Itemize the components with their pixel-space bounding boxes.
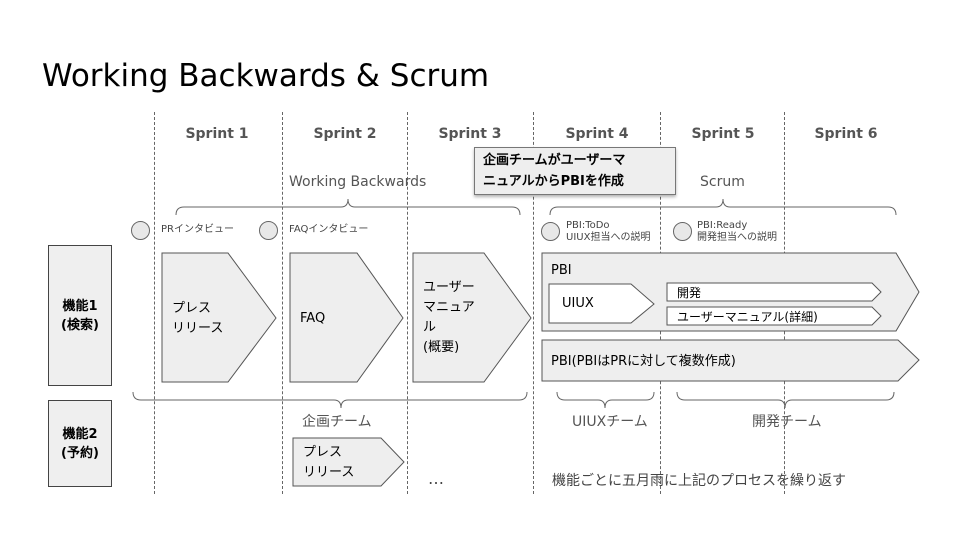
milestone-todo-line2: UIUX担当への説明 [566, 232, 651, 243]
phase-scrum: Scrum [700, 174, 745, 190]
milestone-faq-interview: FAQインタビュー [289, 224, 369, 235]
sprint-header-4: Sprint 4 [565, 126, 629, 142]
manual-detail-arrow [666, 306, 882, 326]
sprint-header-5: Sprint 5 [691, 126, 755, 142]
ellipsis: … [428, 469, 444, 488]
dev-arrow [666, 282, 882, 302]
sprint-header-3: Sprint 3 [438, 126, 502, 142]
feature-label-2: 機能2 (予約) [61, 426, 99, 461]
working-backwards-brace [175, 198, 521, 216]
manual-detail-label: ユーザーマニュアル(詳細) [677, 310, 818, 324]
dev-team-brace [676, 391, 895, 409]
uiux-team-brace [556, 391, 655, 409]
pbi-label: PBI [551, 263, 572, 278]
milestone-ready-line2: 開発担当への説明 [697, 232, 777, 243]
press-release-pentagon [161, 252, 277, 383]
milestone-circle-ready [673, 222, 692, 241]
sprint-divider [154, 112, 155, 494]
sprint-header-1: Sprint 1 [185, 126, 249, 142]
press-release-2-pentagon [292, 437, 405, 487]
sprint-header-2: Sprint 2 [313, 126, 377, 142]
faq-label: FAQ [300, 311, 326, 326]
user-manual-pentagon [412, 252, 532, 383]
team-uiux: UIUXチーム [572, 414, 648, 430]
feature-label-1: 機能1 (検索) [61, 298, 99, 333]
feature-box-2: 機能2 (予約) [48, 400, 112, 487]
milestone-pr-interview: PRインタビュー [161, 224, 234, 235]
team-planning: 企画チーム [302, 414, 372, 430]
milestone-circle-todo [541, 222, 560, 241]
phase-working-backwards: Working Backwards [289, 174, 427, 190]
milestone-todo-line1: PBI:ToDo [566, 220, 610, 231]
page-title: Working Backwards & Scrum [42, 58, 490, 94]
milestone-circle-faq [259, 221, 278, 240]
pbi-many-arrow [541, 339, 920, 382]
faq-pentagon [289, 252, 404, 383]
sprint-divider [407, 112, 408, 494]
press-release-2-label: プレス リリース [303, 445, 355, 480]
dev-label: 開発 [677, 286, 702, 300]
feature-box-1: 機能1 (検索) [48, 245, 112, 386]
sprint-divider [282, 112, 283, 494]
repeat-note: 機能ごとに五月雨に上記のプロセスを繰り返す [552, 473, 846, 489]
uiux-arrow [548, 283, 655, 324]
uiux-label: UIUX [562, 296, 594, 311]
pbi-many-label: PBI(PBIはPRに対して複数作成) [551, 354, 736, 369]
press-release-label: プレス リリース [172, 301, 224, 336]
milestone-circle-pr [131, 221, 150, 240]
scrum-brace [549, 198, 897, 216]
milestone-ready-line1: PBI:Ready [697, 220, 748, 231]
team-dev: 開発チーム [752, 414, 822, 430]
sprint-divider [533, 112, 534, 494]
planning-team-brace [132, 391, 528, 409]
callout-box: 企画チームがユーザーマ ニュアルからPBIを作成 [474, 147, 676, 195]
sprint-header-6: Sprint 6 [814, 126, 878, 142]
user-manual-label: ユーザー マニュア ル (概要) [423, 280, 475, 355]
